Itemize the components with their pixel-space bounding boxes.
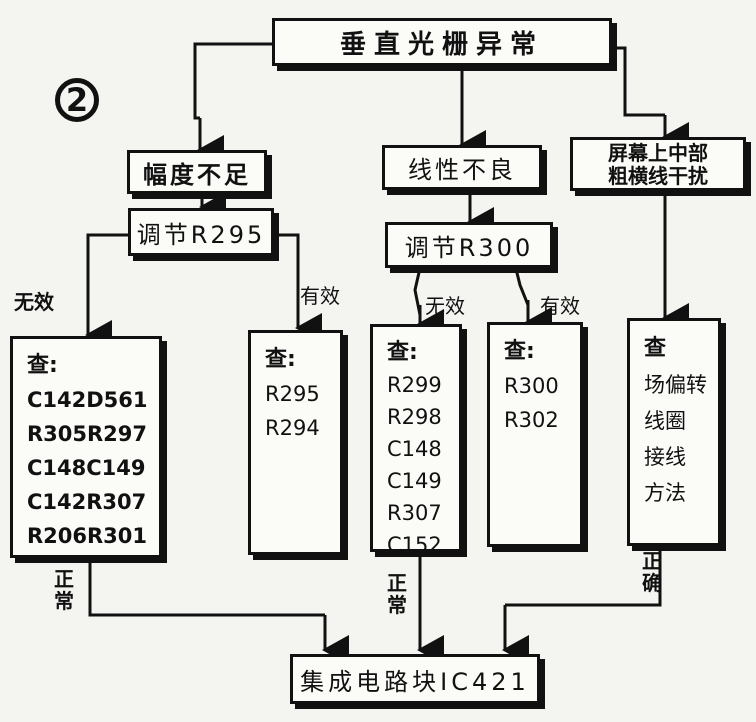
mid-normal-text: 正常 [387,571,407,617]
top-label: 垂直光栅异常 [339,29,544,60]
component-item: R301 [87,524,148,548]
component-item: R298 [387,405,442,429]
line-mid-valid [513,264,530,306]
mid-normal-label: 正常 [385,572,409,616]
component-item: C149 [387,469,442,493]
branch-left-valid-label: 有效 [300,284,340,308]
left-normal-label: 正常 [52,568,76,612]
bottom-label: 集成电路块IC421 [300,667,530,696]
branch-mid-invalid-label: 无效 [425,294,465,318]
check-item: 方法 [644,481,686,505]
line-right-correct [505,545,662,607]
branch-left-invalid-label: 无效 [14,290,54,314]
branch-right-line1: 屏幕上中部 [608,141,708,165]
check-mid-valid-header: 查: [504,339,535,364]
component-item: R297 [87,422,148,446]
bottom-box: 集成电路块IC421 [290,654,540,704]
component-item: C142 [27,388,87,412]
right-correct-label: 正确 [640,550,664,594]
check-item: 场偏转 [644,373,707,397]
component-item: R307 [86,490,147,514]
branch-left-adjust: 调节R295 [136,220,266,249]
line-top-right [612,46,665,117]
line-left-invalid [86,233,128,310]
check-item: 线圈 [644,409,686,433]
branch-right-box: 屏幕上中部 粗横线干扰 [570,137,746,191]
component-item: C149 [86,456,146,480]
top-box: 垂直光栅异常 [272,18,612,66]
component-item: R294 [265,416,320,440]
component-item: C148 [387,437,442,461]
check-right-header: 查 [644,336,667,361]
branch-mid-box: 线性不良 [382,145,542,190]
component-item: D561 [86,388,148,412]
line-top-left [193,42,272,120]
branch-mid-adjust-box: 调节R300 [385,222,553,268]
component-item: R302 [504,408,559,432]
branch-left-label: 幅度不足 [143,160,251,189]
component-item: R206 [27,524,88,548]
branch-mid-valid-label: 有效 [540,294,580,318]
check-mid-invalid-header: 查: [387,340,418,365]
component-item: C148 [27,456,87,480]
left-normal-text: 正常 [54,567,74,613]
component-item: R305 [27,422,88,446]
line-left-normal [88,562,325,617]
line-mid-invalid [413,267,422,316]
branch-left-box: 幅度不足 [127,150,267,194]
component-item: R299 [387,373,442,397]
check-left-valid-header: 查: [265,347,296,372]
component-item: R295 [265,382,320,406]
component-item: C152 [387,533,442,557]
line-left-valid [275,233,300,300]
branch-mid-label: 线性不良 [408,156,516,184]
component-item: C142 [27,490,87,514]
branch-left-adjust-box: 调节R295 [128,208,274,256]
component-item: R307 [387,501,442,525]
check-right-box: 查 场偏转线圈接线方法 [627,318,721,546]
branch-right-line2: 粗横线干扰 [608,164,708,188]
check-left-invalid-header: 查: [27,353,58,378]
check-right-list: 场偏转线圈接线方法 [644,367,707,511]
figure-number-badge: 2 [55,78,99,122]
component-item: R300 [504,374,559,398]
check-item: 接线 [644,445,686,469]
right-correct-text: 正确 [642,549,662,595]
branch-mid-adjust: 调节R300 [404,233,534,262]
